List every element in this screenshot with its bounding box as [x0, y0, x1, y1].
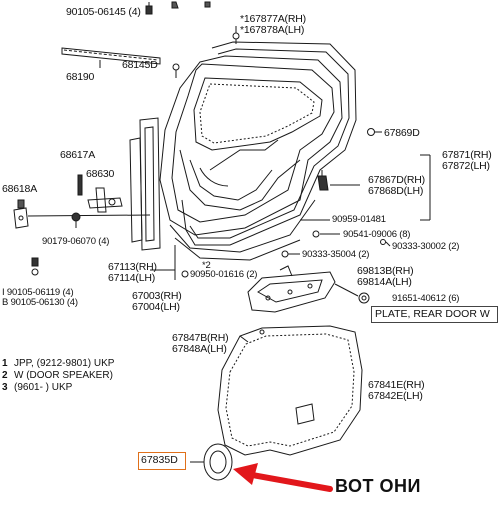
top-bolt-icon: [145, 2, 153, 15]
label-67867d: 67867D(RH): [368, 174, 425, 186]
label-67841e: 67841E(RH): [368, 379, 425, 391]
label-68145d: 68145D: [122, 59, 158, 71]
legend-text: (9601- ) UKP: [14, 382, 73, 393]
hinge-icon: [13, 199, 29, 229]
label-68630: 68630: [86, 168, 115, 180]
clip-68145d-icon: [172, 63, 180, 78]
door-check-icon: [77, 174, 123, 213]
label-69813b: 69813B(RH): [357, 265, 414, 277]
highlighted-part-67835d[interactable]: 67835D: [138, 452, 186, 470]
label-68617a: 68617A: [60, 149, 96, 161]
label-67113: 67113(RH): [108, 261, 157, 273]
clip-67867d-icon: [317, 170, 329, 191]
bolt-90179-icon: [71, 212, 81, 228]
label-67871: 67871(RH): [442, 149, 492, 161]
label-90950-01616: 90950-01616 (2): [190, 269, 258, 280]
hinge-bolt-icon: [31, 257, 39, 276]
window-regulator-icon: [247, 265, 336, 313]
glass-run-strip-icon: [61, 47, 161, 65]
legend-text: W (DOOR SPEAKER): [14, 370, 113, 381]
label-90541-09006: 90541-09006 (8): [343, 229, 411, 240]
label-67003: 67003(RH): [132, 290, 182, 302]
door-weatherstrip-icon: [181, 41, 357, 246]
label-167877a: *167877A(RH): [240, 13, 306, 25]
door-trim-panel-icon: [217, 325, 363, 456]
speaker-bracket-icon: [190, 443, 233, 481]
label-90333-35004: 90333-35004 (2): [302, 249, 370, 260]
label-67004: 67004(LH): [132, 301, 180, 313]
label-68618a: 68618A: [2, 183, 38, 195]
label-67869d: 67869D: [384, 127, 420, 139]
label-67848a: 67848A(LH): [172, 343, 227, 355]
legend-text: JPP, (9212-9801) UKP: [14, 358, 115, 369]
door-shell-icon: [159, 55, 343, 261]
label-90105-06130: B 90105-06130 (4): [2, 297, 78, 308]
label-90105-06145: 90105-06145 (4): [66, 6, 141, 18]
legend-num: 1: [2, 358, 8, 369]
screw-91651-icon: [358, 292, 370, 304]
label-90333-30002: 90333-30002 (2): [392, 241, 460, 252]
label-star-2: *2: [202, 260, 211, 271]
label-67872: 67872(LH): [442, 160, 490, 172]
label-67847b: 67847B(RH): [172, 332, 229, 344]
label-67114: 67114(LH): [108, 272, 156, 284]
label-167878a: *167878A(LH): [240, 24, 305, 36]
legend-num: 3: [2, 382, 8, 393]
legend-row: 3 (9601- ) UKP: [2, 382, 114, 394]
legend-row: 1 JPP, (9212-9801) UKP: [2, 358, 114, 370]
clip-90950-icon: [181, 270, 189, 278]
label-69814a: 69814A(LH): [357, 276, 412, 288]
label-91651-40612: 91651-40612 (6): [392, 293, 460, 304]
legend-num: 2: [2, 370, 8, 381]
label-90179-06070: 90179-06070 (4): [42, 236, 110, 247]
label-90105-06119: I 90105-06119 (4): [2, 287, 74, 298]
legend: 1 JPP, (9212-9801) UKP 2 W (DOOR SPEAKER…: [2, 358, 114, 394]
label-67868d: 67868D(LH): [368, 185, 424, 197]
rivet-90541-icon: [312, 230, 320, 238]
label-67842e: 67842E(LH): [368, 390, 423, 402]
legend-row: 2 W (DOOR SPEAKER): [2, 370, 114, 382]
label-90959-01481: 90959-01481: [332, 214, 386, 225]
part-tooltip: PLATE, REAR DOOR W: [371, 306, 498, 323]
label-68190: 68190: [66, 71, 95, 83]
annotation-text: ВОТ ОНИ: [335, 476, 421, 496]
